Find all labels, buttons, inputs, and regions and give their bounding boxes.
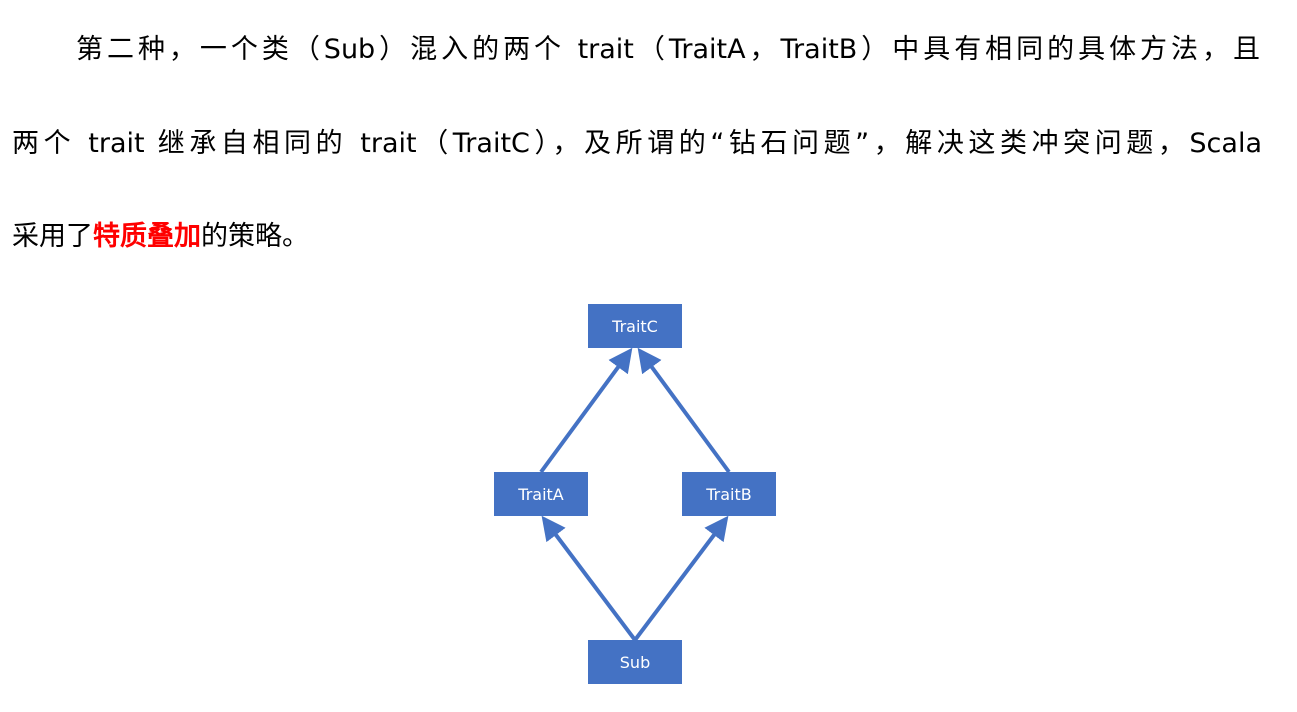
node-traitb: TraitB xyxy=(682,472,776,516)
node-label: Sub xyxy=(620,653,650,672)
node-label: TraitA xyxy=(517,485,564,504)
node-traitc: TraitC xyxy=(588,304,682,348)
paragraph-line-2: 两个 trait 继承自相同的 trait（TraitC），及所谓的“钻石问题”… xyxy=(12,128,1262,159)
arrow-traita-to-traitc xyxy=(539,347,633,474)
node-sub: Sub xyxy=(588,640,682,684)
arrow-sub-to-traitb xyxy=(633,515,729,642)
arrow-traitb-to-traitc xyxy=(637,347,731,474)
node-label: TraitC xyxy=(611,317,658,336)
paragraph-line-1: 第二种，一个类（Sub）混入的两个 trait（TraitA，TraitB）中具… xyxy=(76,34,1260,65)
paragraph-line-3: 采用了特质叠加的策略。 xyxy=(12,217,1262,257)
node-label: TraitB xyxy=(705,485,752,504)
text: 的策略。 xyxy=(201,221,309,252)
node-traita: TraitA xyxy=(494,472,588,516)
highlight-text: 特质叠加 xyxy=(93,221,201,252)
text: 采用了 xyxy=(12,221,93,252)
arrow-sub-to-traita xyxy=(541,515,637,642)
